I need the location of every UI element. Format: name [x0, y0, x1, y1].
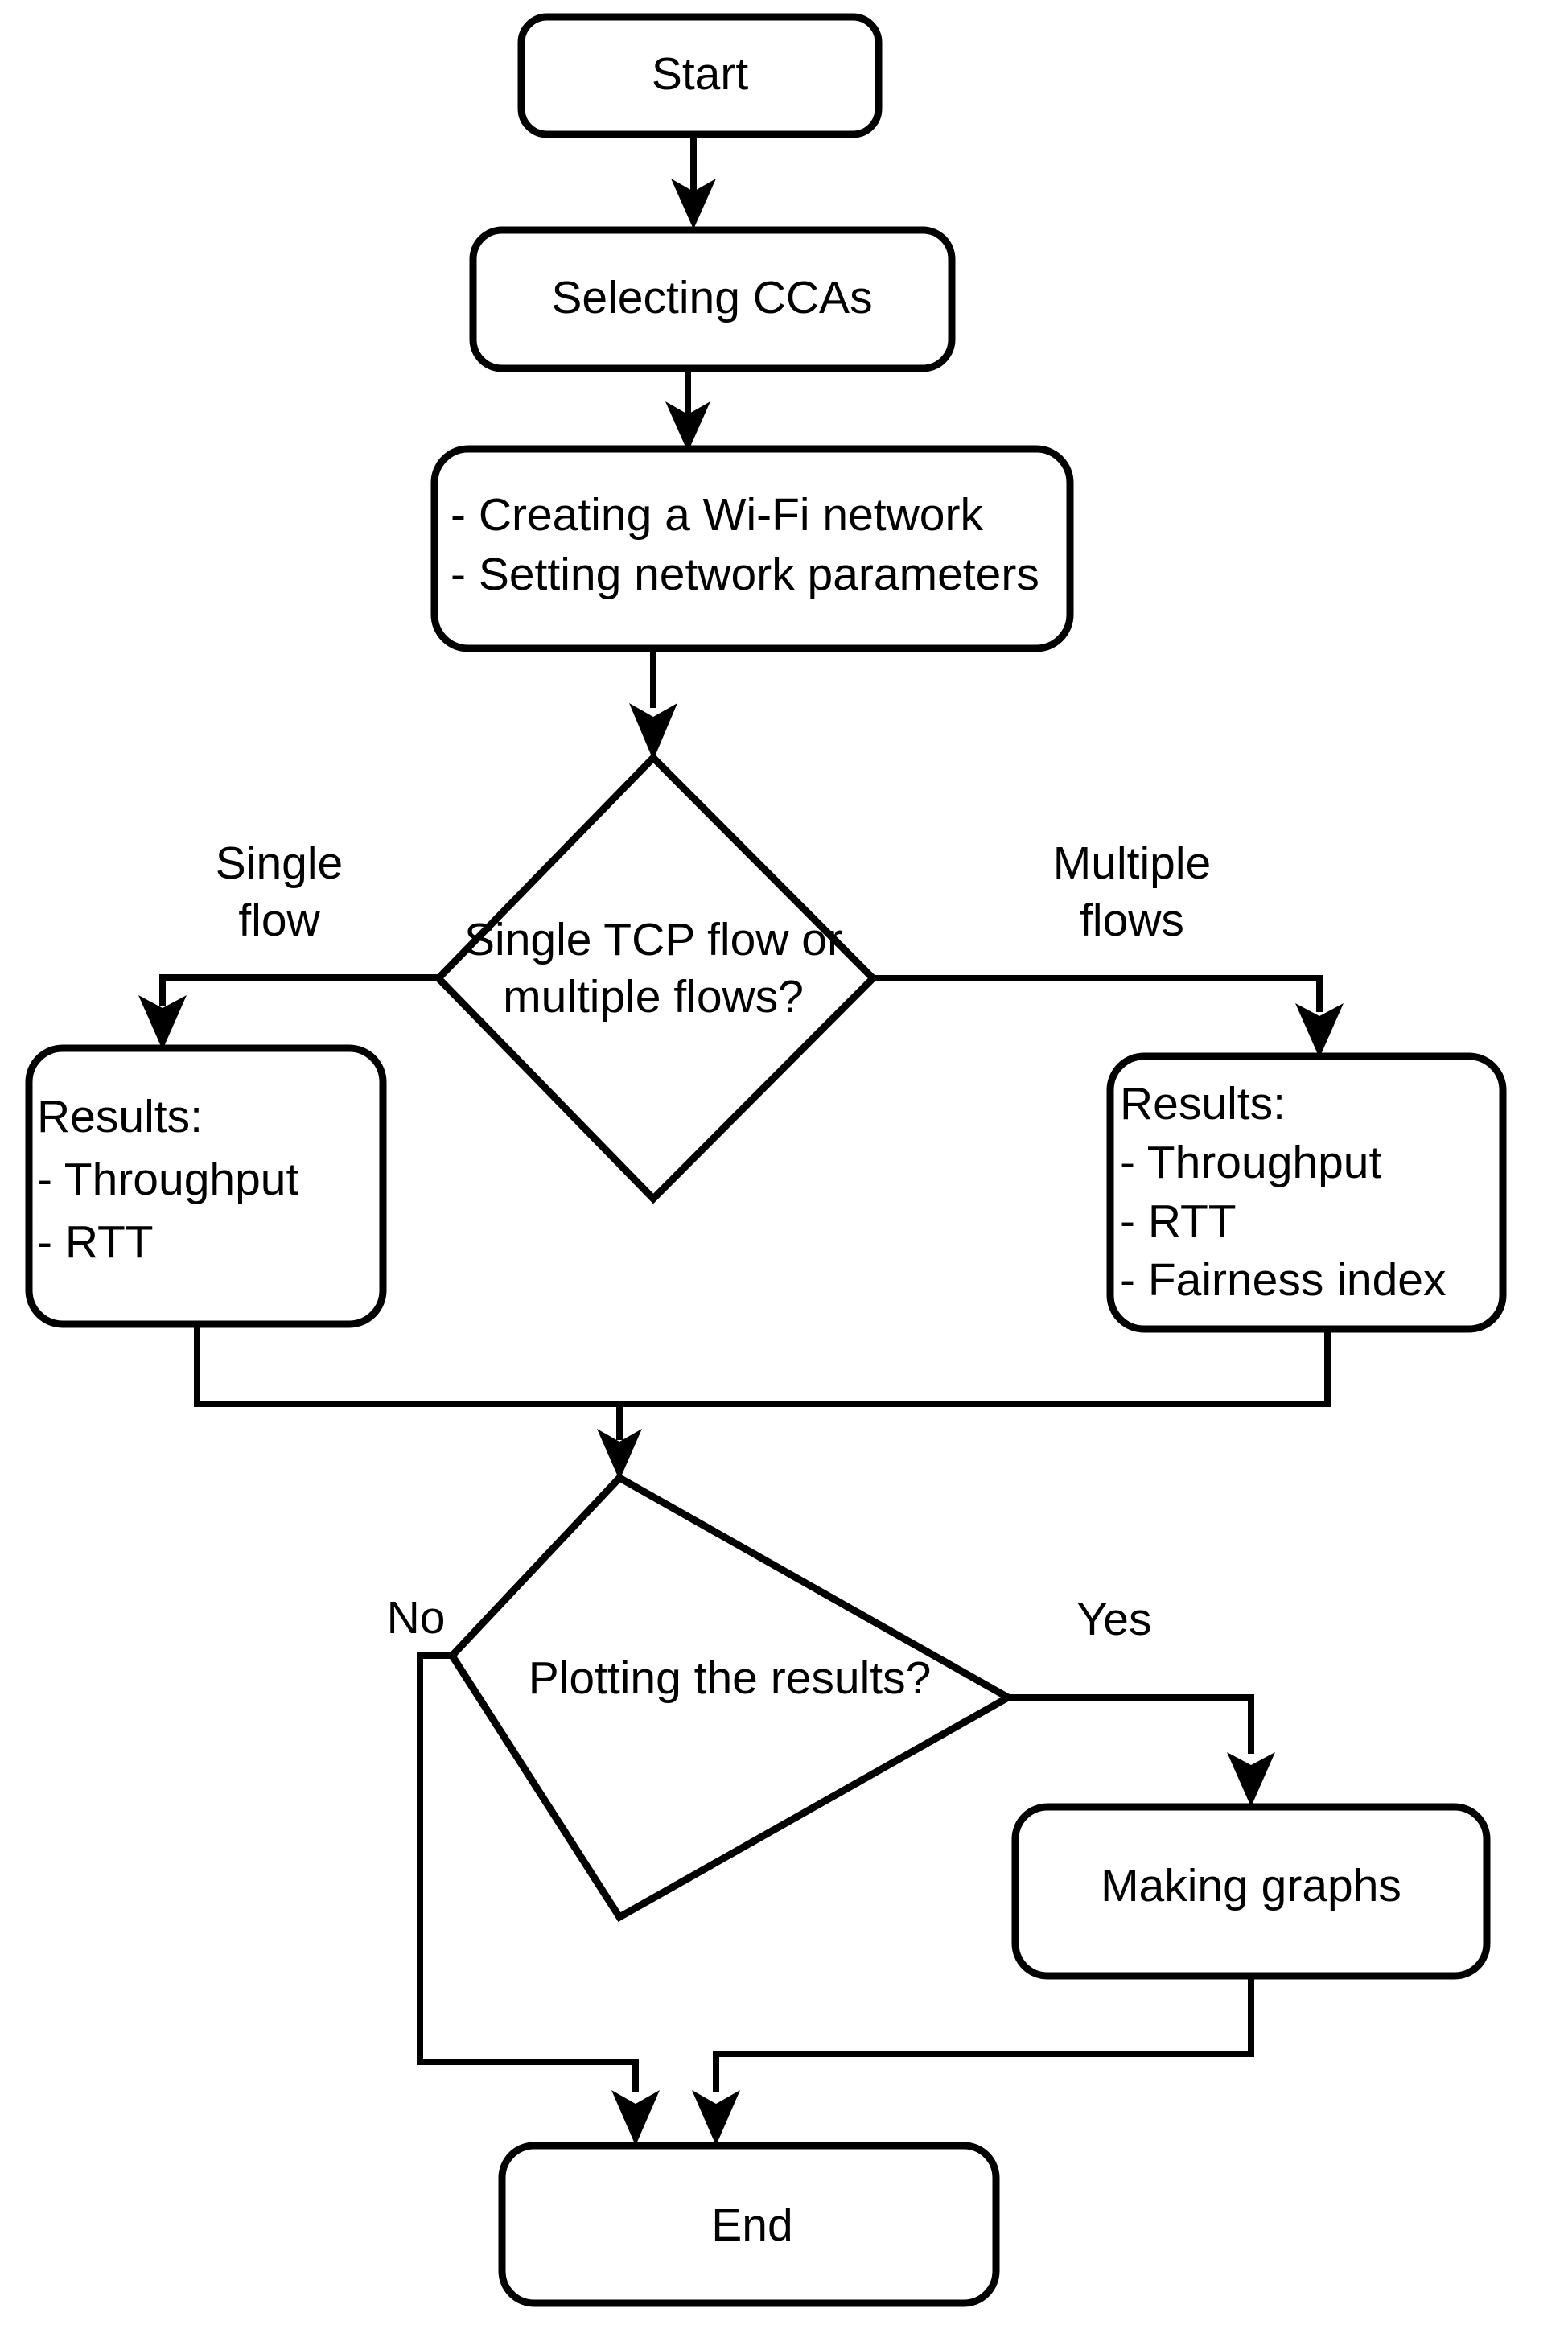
- yes-label: Yes: [1077, 1594, 1152, 1645]
- network-setup-line-2: - Setting network parameters: [451, 549, 1039, 600]
- single-flow-label-line-2: flow: [238, 895, 320, 946]
- edge-label-multiple-flows: Multiple flows: [1053, 837, 1211, 946]
- node-end[interactable]: End: [498, 2142, 1000, 2307]
- edge-start-to-selecting-ccas: [671, 134, 716, 229]
- node-results-single[interactable]: Results: - Throughput - RTT: [25, 1044, 387, 1328]
- results-multiple-line-4: - Fairness index: [1120, 1254, 1447, 1306]
- selecting-ccas-label: Selecting CCAs: [551, 272, 872, 323]
- single-flow-label-line-1: Single: [216, 837, 343, 889]
- results-single-box[interactable]: [25, 1044, 387, 1328]
- selecting-ccas-box[interactable]: [469, 226, 956, 372]
- node-decision-flows[interactable]: Single TCP flow or multiple flows?: [433, 752, 879, 1204]
- results-single-line-1: Results:: [37, 1091, 203, 1142]
- end-box[interactable]: [498, 2142, 1000, 2307]
- decision-flows-diamond[interactable]: [433, 752, 879, 1204]
- edge-results-merge-to-decision-plot: [194, 1324, 1331, 1480]
- network-setup-line-1: - Creating a Wi-Fi network: [451, 489, 983, 541]
- edge-making-graphs-to-end: [692, 1976, 1254, 2146]
- node-decision-plot[interactable]: Plotting the results?: [447, 1473, 1016, 1923]
- decision-flows-line-2: multiple flows?: [503, 971, 804, 1023]
- edge-label-single-flow: Single flow: [216, 837, 343, 946]
- end-label: End: [711, 2199, 792, 2251]
- making-graphs-box[interactable]: [1011, 1803, 1491, 1980]
- results-multiple-box[interactable]: [1106, 1052, 1507, 1333]
- edge-decision-plot-yes-branch: [1008, 1694, 1275, 1807]
- node-network-setup[interactable]: - Creating a Wi-Fi network - Setting net…: [430, 445, 1074, 652]
- results-multiple-line-1: Results:: [1120, 1078, 1286, 1130]
- results-multiple-line-2: - Throughput: [1120, 1137, 1381, 1188]
- edge-decision-flows-right-branch: [873, 975, 1344, 1058]
- node-making-graphs[interactable]: Making graphs: [1011, 1803, 1491, 1980]
- results-single-line-2: - Throughput: [37, 1154, 298, 1205]
- results-single-line-3: - RTT: [37, 1216, 154, 1268]
- decision-plot-label: Plotting the results?: [529, 1652, 932, 1704]
- edge-decision-flows-left-branch: [138, 974, 438, 1050]
- edge-network-setup-to-decision-flows: [629, 648, 677, 760]
- making-graphs-label: Making graphs: [1101, 1860, 1401, 1911]
- start-box[interactable]: [517, 13, 883, 138]
- start-label: Start: [652, 48, 749, 100]
- node-start[interactable]: Start: [517, 13, 883, 138]
- node-selecting-ccas[interactable]: Selecting CCAs: [469, 226, 956, 372]
- multiple-flows-label-line-1: Multiple: [1053, 837, 1211, 889]
- decision-plot-diamond[interactable]: [447, 1473, 1016, 1923]
- decision-flows-line-1: Single TCP flow or: [464, 914, 842, 965]
- multiple-flows-label-line-2: flows: [1080, 895, 1184, 946]
- edge-selecting-ccas-to-network-setup: [665, 368, 710, 452]
- network-setup-box[interactable]: [430, 445, 1074, 652]
- no-label: No: [387, 1592, 446, 1644]
- results-multiple-line-3: - RTT: [1120, 1195, 1237, 1247]
- edge-decision-plot-no-branch: [417, 1652, 660, 2146]
- node-results-multiple[interactable]: Results: - Throughput - RTT - Fairness i…: [1106, 1052, 1507, 1333]
